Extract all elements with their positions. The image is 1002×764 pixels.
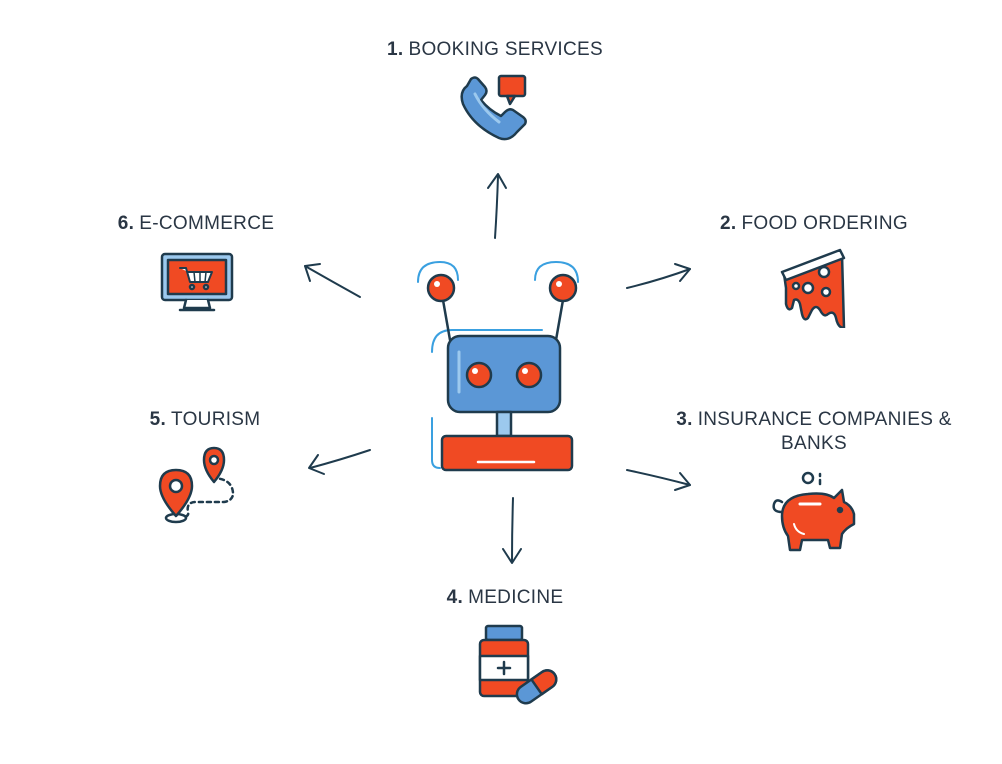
label-number: 5.	[149, 409, 167, 430]
pizza-slice-icon	[780, 248, 846, 328]
label-tourism: 5.TOURISM	[150, 408, 261, 432]
robot-icon	[417, 261, 579, 472]
arrow-to-food	[626, 263, 691, 289]
label-booking-services: 1.BOOKING SERVICES	[387, 38, 603, 62]
shopping-cart-screen-icon	[160, 252, 234, 312]
arrow-to-tourism	[308, 449, 371, 475]
label-text: MEDICINE	[468, 587, 564, 608]
phone-message-icon	[460, 74, 527, 141]
label-food-ordering: 2.FOOD ORDERING	[720, 212, 908, 236]
arrow-to-booking	[487, 173, 507, 239]
arrow-to-medicine	[502, 497, 522, 564]
label-number: 4.	[446, 587, 464, 608]
label-insurance-banks: 3.INSURANCE COMPANIES & BANKS	[674, 408, 954, 456]
piggy-bank-icon	[772, 471, 856, 552]
medicine-bottle-icon	[478, 624, 558, 705]
label-text: INSURANCE COMPANIES & BANKS	[697, 409, 952, 454]
map-route-icon	[158, 446, 235, 524]
label-text: E-COMMERCE	[139, 213, 275, 234]
arrow-to-insurance	[626, 469, 691, 491]
label-ecommerce: 6.E-COMMERCE	[118, 212, 274, 236]
label-text: FOOD ORDERING	[741, 213, 908, 234]
arrow-to-ecommerce	[304, 263, 361, 298]
label-number: 6.	[117, 213, 135, 234]
label-number: 2.	[720, 213, 737, 234]
label-number: 1.	[387, 39, 404, 60]
label-text: BOOKING SERVICES	[408, 39, 603, 60]
label-number: 3.	[676, 409, 693, 430]
label-medicine: 4.MEDICINE	[447, 586, 564, 610]
label-text: TOURISM	[171, 409, 261, 430]
